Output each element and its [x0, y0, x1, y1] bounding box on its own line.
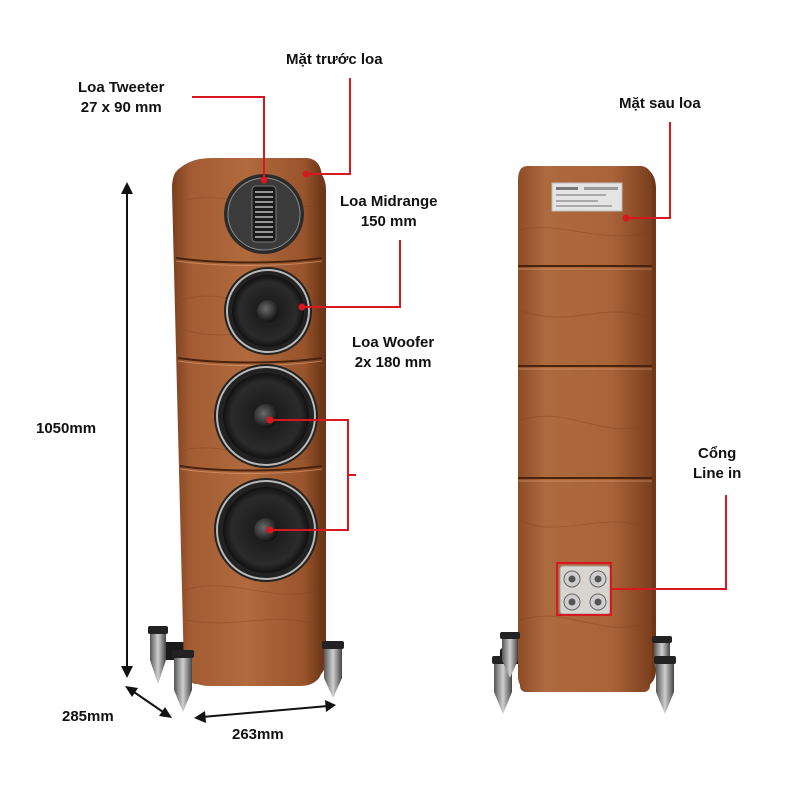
midrange-driver [224, 267, 312, 355]
label-woofer-size: 2x 180 mm [354, 354, 432, 371]
label-woofer-name: Loa Woofer [352, 334, 435, 351]
label-front-face: Mặt trước loa [286, 51, 383, 68]
tweeter-driver [224, 174, 304, 254]
dimension-height-label: 1050mm [36, 420, 97, 437]
back-spikes [492, 632, 676, 714]
dimension-depth-label: 285mm [62, 708, 114, 725]
dimension-arrows [121, 182, 336, 723]
callout-line-in [610, 495, 727, 590]
back-cabinet [518, 166, 652, 692]
label-midrange: Loa Midrange 150 mm [340, 192, 438, 232]
dimension-width-label: 263mm [232, 726, 284, 743]
label-line-in: Cổng Line in [693, 444, 741, 484]
depth-arrow [130, 689, 167, 715]
rating-plate [551, 182, 623, 212]
label-tweeter: Loa Tweeter 27 x 90 mm [78, 78, 164, 118]
woofer-driver-upper [214, 364, 318, 468]
label-woofer: Loa Woofer 2x 180 mm [352, 333, 434, 373]
front-speaker [148, 158, 344, 712]
callout-back-face [626, 122, 671, 219]
label-back-face: Mặt sau loa [619, 95, 701, 112]
callout-front-face [306, 78, 351, 175]
binding-post-terminal [559, 565, 611, 615]
back-speaker [492, 166, 676, 714]
callout-lines [192, 78, 727, 616]
label-midrange-size: 150 mm [360, 213, 417, 230]
label-line-in-title: Cổng [698, 445, 737, 462]
label-line-in-sub: Line in [693, 465, 742, 482]
label-midrange-name: Loa Midrange [340, 193, 438, 210]
callout-midrange [302, 240, 401, 308]
label-tweeter-name: Loa Tweeter [78, 79, 165, 96]
callout-tweeter [192, 96, 265, 180]
front-spikes [148, 626, 344, 712]
callout-line-in-box [556, 562, 612, 616]
label-tweeter-size: 27 x 90 mm [80, 99, 162, 116]
width-arrow [201, 705, 329, 718]
